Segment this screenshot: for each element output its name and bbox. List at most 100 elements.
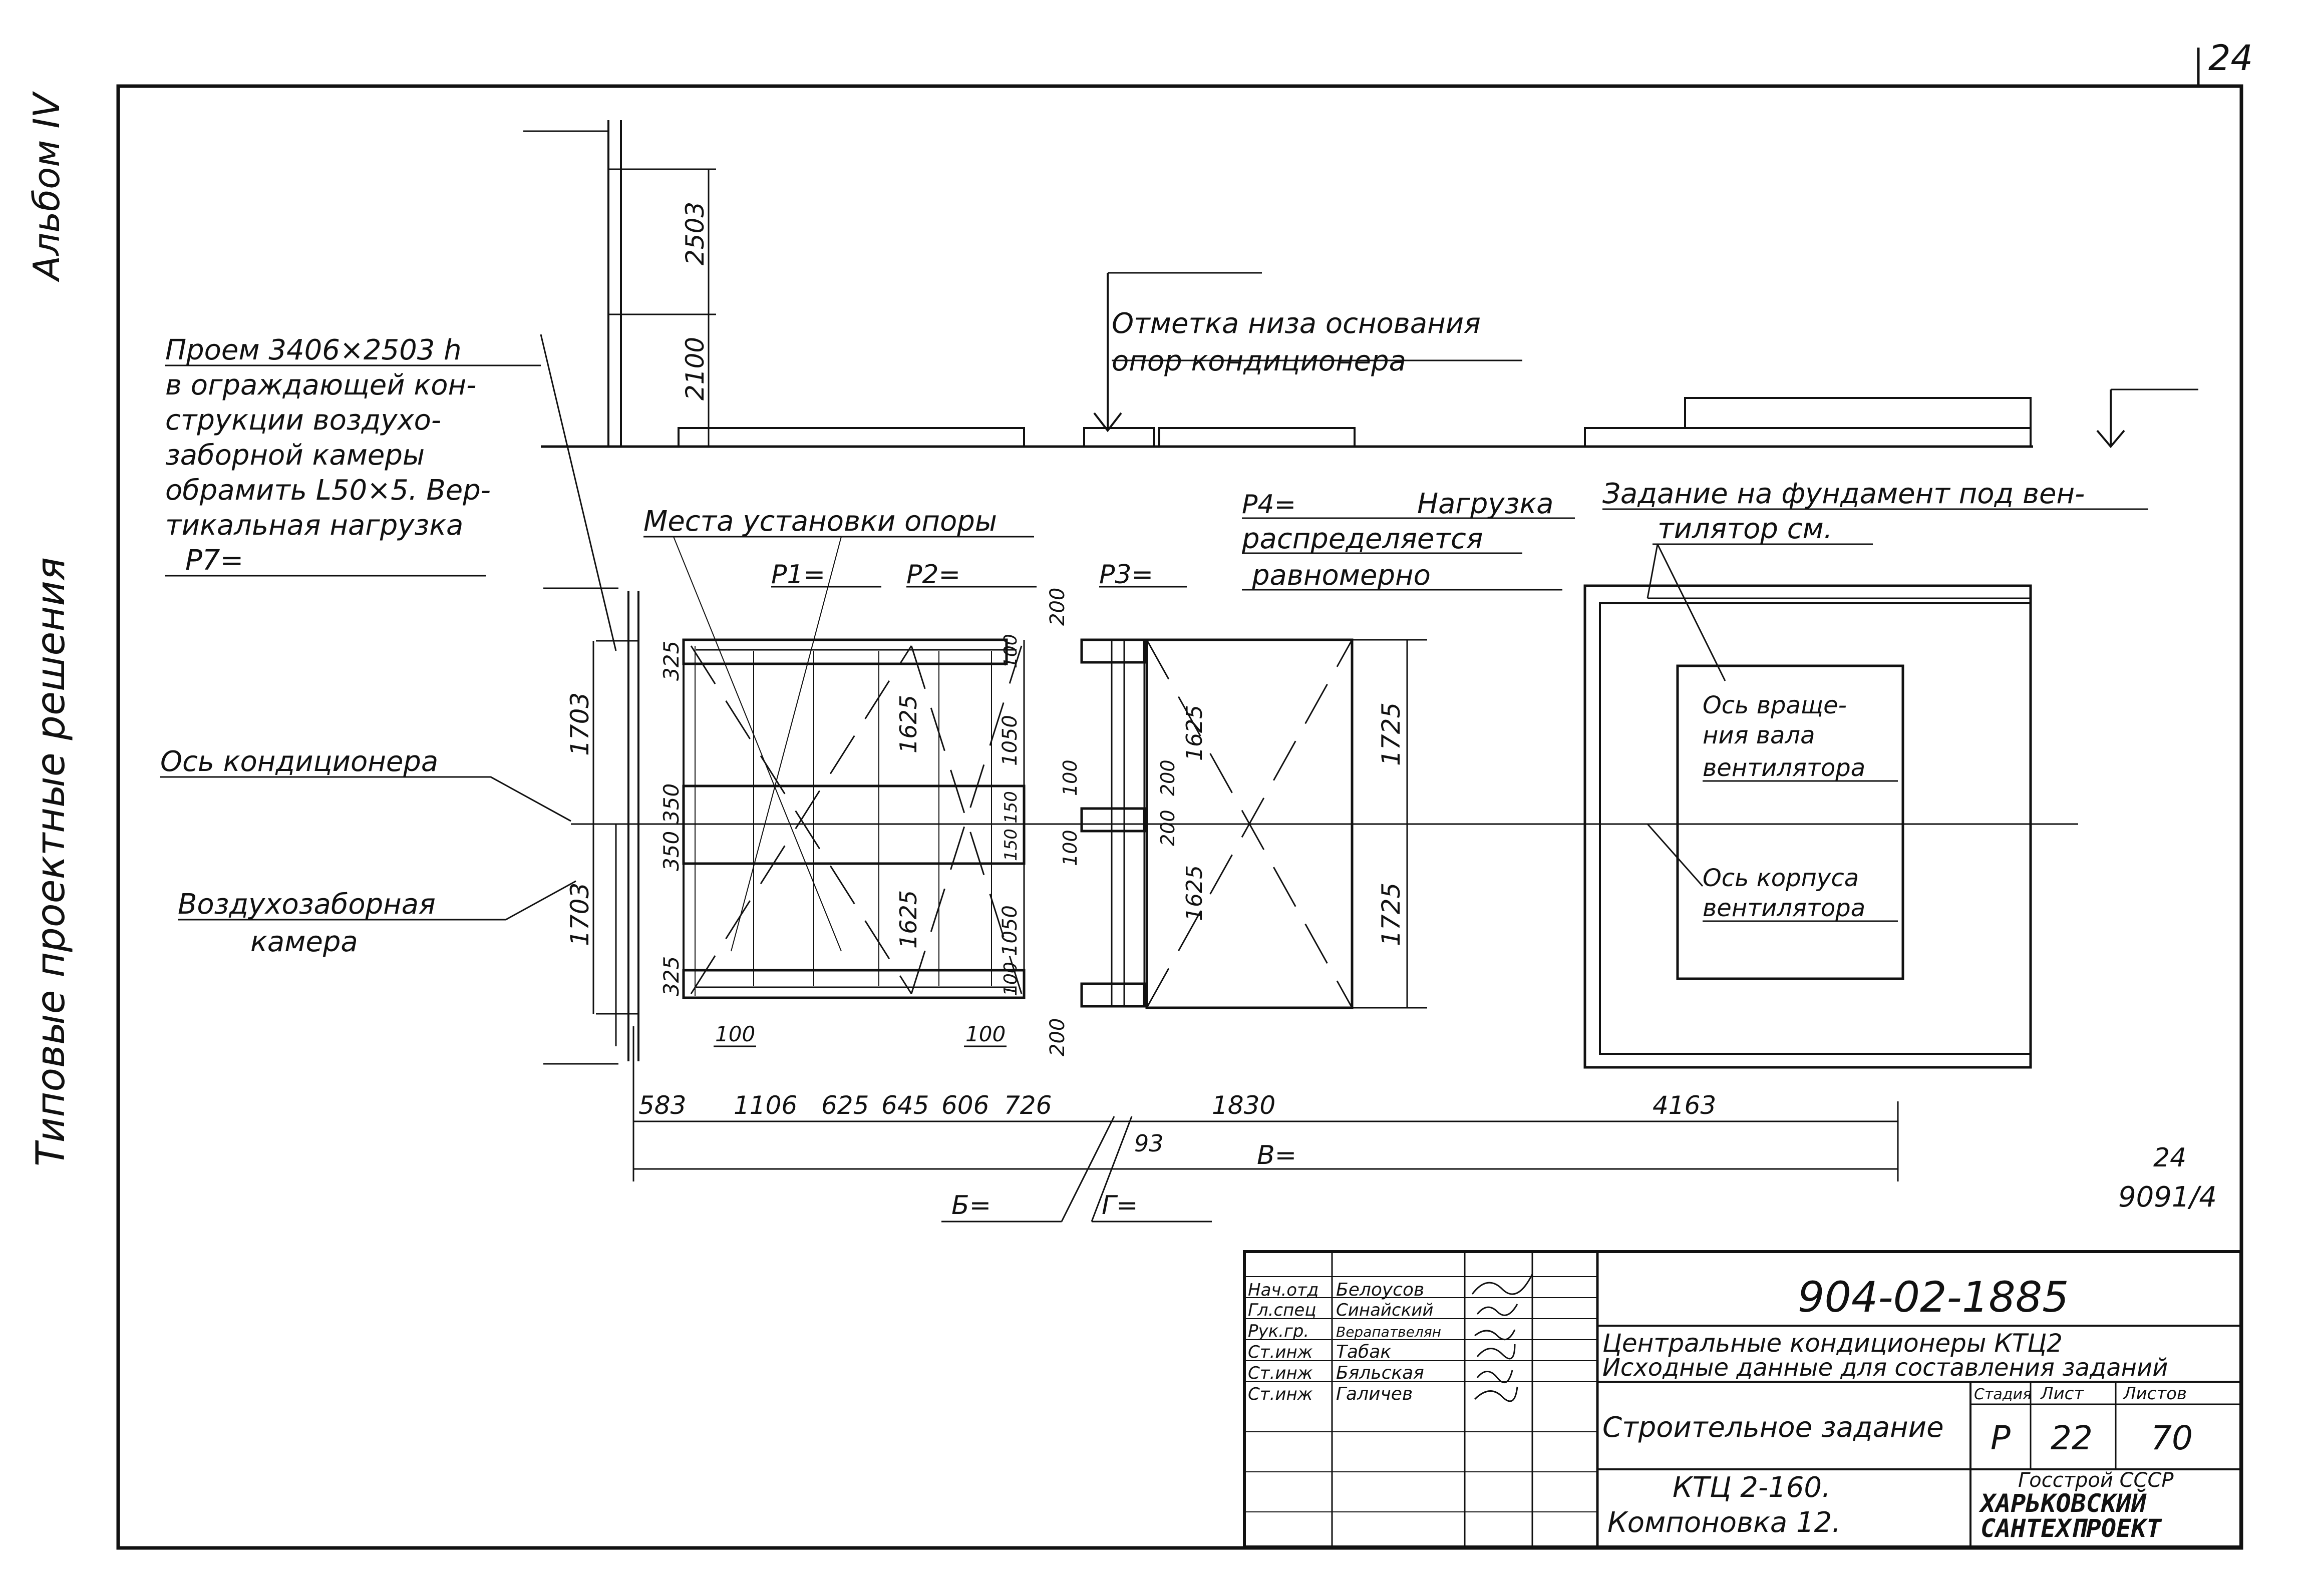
opening-note-3: струкции воздухо- [165,404,441,437]
dim-1725-top: 1725 [1377,702,1406,766]
role-4: Ст.инж [1248,1342,1313,1362]
dim-100-mid-top: 100 [1059,759,1081,796]
dim-583: 583 [638,1091,686,1120]
role-6: Ст.инж [1248,1384,1313,1404]
conditioner-axis-label: Ось кондиционера [160,745,438,778]
dim-93: 93 [1134,1130,1164,1157]
role-1: Нач.отд [1248,1280,1319,1300]
load-note-1: Нагрузка [1417,488,1553,520]
title-block: Нач.отд Белоусов Гл.спец Синайский Рук.г… [1243,1250,2242,1548]
dim-1625-d: 1625 [1182,865,1207,921]
sheets-value: 70 [2151,1419,2193,1457]
layout-2: Компоновка 12. [1607,1506,1841,1539]
b-label: Б= [951,1190,991,1221]
dim-1725-bottom: 1725 [1377,883,1406,946]
name-4: Табак [1336,1342,1391,1362]
dim-2503: 2503 [681,202,710,265]
dim-625: 625 [821,1091,869,1120]
name-2: Синайский [1336,1300,1433,1320]
plan-labels: Места установки опоры P1= P2= P3= P4= На… [160,478,2148,958]
dim-100-mid-bottom: 100 [1059,830,1081,866]
dim-1106: 1106 [734,1091,797,1120]
dim-200-mid-a: 200 [1157,759,1179,796]
dim-1625-c: 1625 [1182,705,1207,761]
dim-150-b: 150 [1001,829,1021,861]
document-code: 904-02-1885 [1798,1273,2069,1322]
dim-1625-b: 1625 [895,890,922,949]
plan-view: 1703 1703 325 350 350 325 1625 1625 1050… [543,584,2078,1069]
name-1: Белоусов [1336,1280,1424,1300]
dim-2100: 2100 [681,337,710,401]
opening-note-5: обрамить L50×5. Вер- [165,474,491,507]
dim-1050-a: 1050 [999,715,1022,766]
album-label: Альбом IV [26,91,68,282]
load-note-3: равномерно [1251,559,1431,592]
dim-350-bottom: 350 [659,831,684,871]
drawing-frame [116,84,2243,1550]
v-label: В= [1257,1140,1296,1170]
stage-header: Стадия [1974,1386,2032,1403]
dim-4163: 4163 [1653,1091,1716,1120]
doc-title-1: Центральные кондиционеры КТЦ2 [1602,1329,2063,1358]
rot-axis-label-1: Ось враще- [1703,691,1847,719]
dim-100-bl: 100 [715,1022,755,1046]
fan-task-label-1: Задание на фундамент под вен- [1602,478,2085,510]
p3-label: P3= [1099,560,1153,590]
intake-label-1: Воздухозаборная [178,888,436,921]
dim-350-top: 350 [659,783,684,824]
rot-axis-label-2: ния вала [1703,721,1815,749]
p2-label: P2= [906,560,960,590]
sheet-name: Строительное задание [1602,1411,1944,1444]
top-section: 2503 2100 Отметка низа основания опор ко… [523,120,2198,449]
bottom-dimension-chain: 583 1106 625 645 606 726 1830 4163 93 В=… [632,1026,2217,1223]
opening-note-7: P7= [185,544,243,577]
dim-200-mid-b: 200 [1157,810,1179,846]
role-2: Гл.спец [1248,1300,1316,1320]
p4-label: P4= [1242,490,1296,520]
org-3: САНТЕХПРОЕКТ [1981,1514,2162,1543]
dim-100-top-right: 100 [1001,634,1021,668]
g-label: Г= [1102,1190,1138,1221]
p1-label: P1= [771,560,825,590]
page-number: 24 [2208,38,2253,79]
rot-axis-label-3: вентилятора [1703,754,1865,782]
case-axis-label-2: вентилятора [1703,894,1865,922]
level-note-line-2: опор кондиционера [1112,345,1406,377]
dim-200-bottom: 200 [1046,1018,1069,1056]
name-5: Бяльская [1336,1363,1424,1383]
doc-title-2: Исходные данные для составления заданий [1602,1354,2168,1382]
layout-1: КТЦ 2-160. [1673,1471,1831,1504]
ref-24: 24 [2153,1143,2186,1173]
name-6: Галичев [1336,1384,1413,1404]
role-5: Ст.инж [1248,1363,1313,1383]
dim-1703-top: 1703 [565,692,594,756]
dim-100-bottom-right: 100 [1001,962,1021,996]
stage-value: Р [1991,1419,2011,1457]
dim-1830: 1830 [1212,1091,1275,1120]
opening-note-1: Проем 3406×2503 h [165,334,462,366]
opening-note-4: заборной камеры [165,439,425,472]
support-places-label: Места установки опоры [643,505,997,538]
dim-1050-b: 1050 [999,905,1022,956]
series-label: Типовые проектные решения [29,557,74,1166]
intake-label-2: камера [250,926,358,958]
opening-note: Проем 3406×2503 h в ограждающей кон- стр… [165,334,617,651]
dim-726: 726 [1004,1091,1052,1120]
ref-9091: 9091/4 [2118,1181,2217,1214]
sheets-header: Листов [2122,1384,2187,1404]
load-note-2: распределяется [1241,523,1483,555]
case-axis-label-1: Ось корпуса [1703,864,1859,892]
opening-note-2: в ограждающей кон- [165,369,476,402]
fan-task-label-2: тилятор см. [1658,513,1833,545]
sheet-value: 22 [2051,1419,2093,1457]
name-3: Верапатвелян [1336,1324,1441,1340]
org-1: Госстрой СССР [2018,1469,2174,1492]
dim-100-br: 100 [965,1022,1006,1046]
dim-1703-bottom: 1703 [565,883,594,946]
level-note-line-1: Отметка низа основания [1112,307,1481,340]
dim-150-a: 150 [1001,791,1021,824]
opening-note-6: тикальная нагрузка [165,509,463,542]
org-2: ХАРЬКОВСКИЙ [1979,1489,2147,1518]
dim-200-top: 200 [1046,588,1069,626]
